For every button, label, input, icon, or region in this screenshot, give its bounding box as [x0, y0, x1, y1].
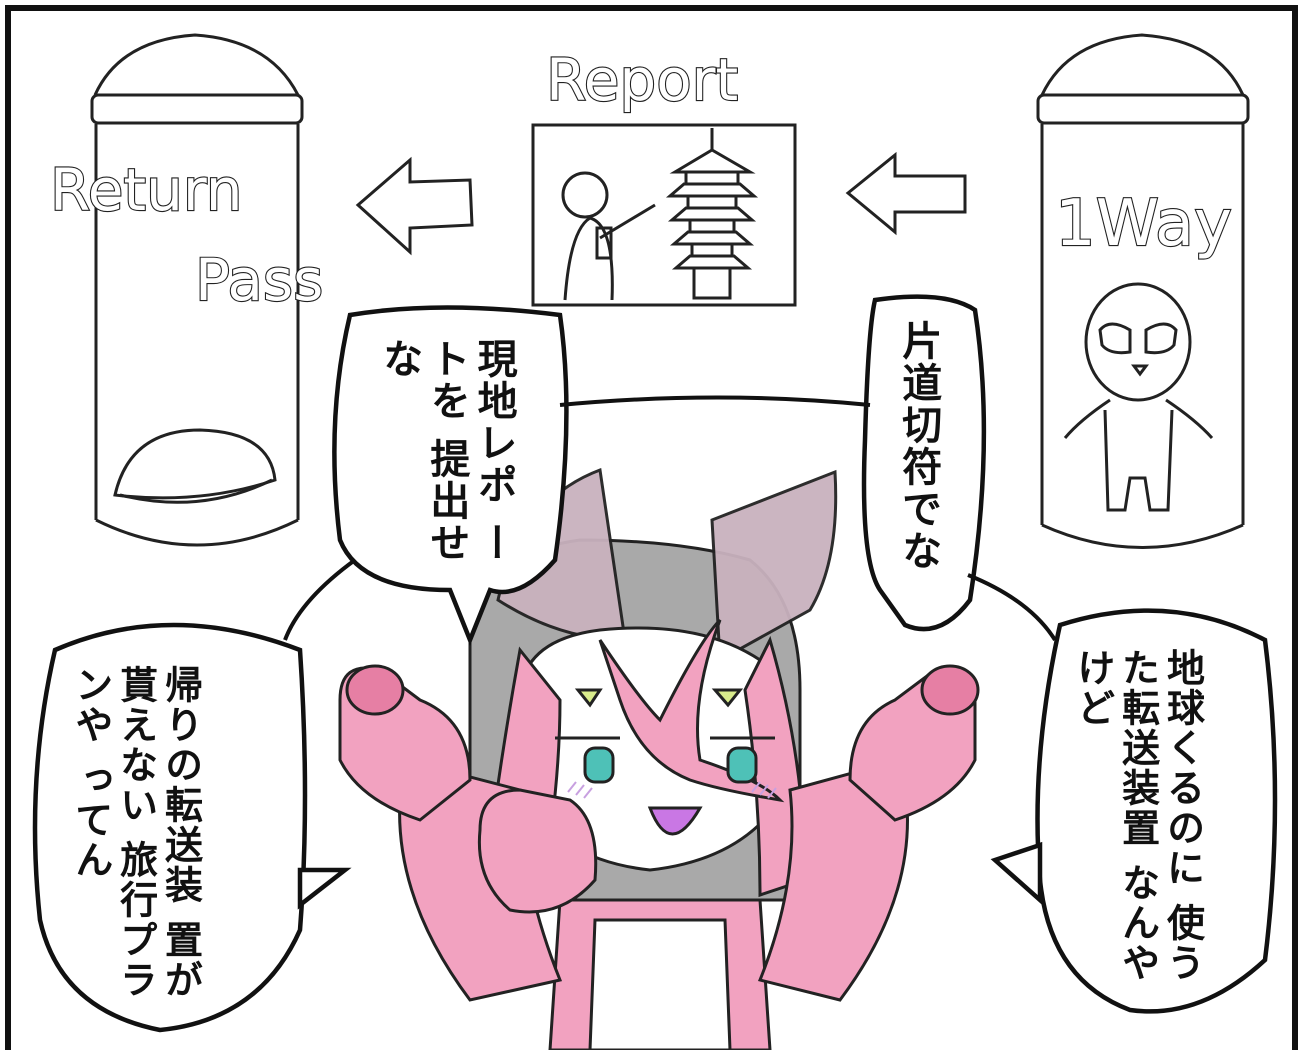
pass-sign: Pass	[195, 246, 323, 314]
bubble-report-line-1: 現地レポ	[470, 338, 517, 506]
bubble-return-line-4: ってん	[68, 760, 113, 881]
return-capsule	[90, 33, 304, 547]
bubble-return-device-text: 帰りの転送装 置が貰えない 旅行プランや ってん	[68, 665, 203, 1005]
one-way-sign: 1Way	[1055, 187, 1232, 261]
bubble-return-line-1: 帰りの転送装	[158, 665, 203, 905]
bubble-report-line-2: ートを	[423, 338, 517, 564]
bubble-earth-device-text: 地球くるのに 使うた転送装置 なんやけど	[1070, 648, 1205, 988]
bubble-earth-line-3: なんやけど	[1070, 648, 1160, 984]
report-sign: Report	[546, 46, 738, 114]
bubble-return-line-3: 旅行プランや	[68, 665, 158, 1001]
bubble-one-way	[861, 294, 987, 632]
bubble-report	[332, 305, 569, 647]
return-sign: Return	[50, 156, 242, 224]
character	[338, 467, 980, 1052]
speech-bubbles	[32, 294, 1278, 1033]
left-arrow-2	[845, 151, 967, 236]
one-way-capsule	[1036, 33, 1250, 549]
report-board	[531, 123, 797, 307]
bubble-report-text: 現地レポ ートを 提出せな	[375, 338, 517, 578]
bubble-return-device	[32, 622, 308, 1033]
bubble-earth-line-2: 使うた転送装置	[1115, 648, 1205, 984]
bubble-one-way-line-1: 片道切符でな	[895, 320, 942, 572]
bubble-report-line-3: 提出せな	[376, 338, 470, 564]
bubble-earth-device	[1035, 608, 1278, 1014]
bubble-earth-line-1: 地球くるのに	[1160, 648, 1205, 888]
bubble-return-line-2: 置が貰えない	[113, 665, 203, 1001]
bubble-connectors	[283, 395, 1057, 642]
bubble-one-way-text: 片道切符でな	[894, 320, 941, 620]
left-arrow	[355, 156, 474, 256]
